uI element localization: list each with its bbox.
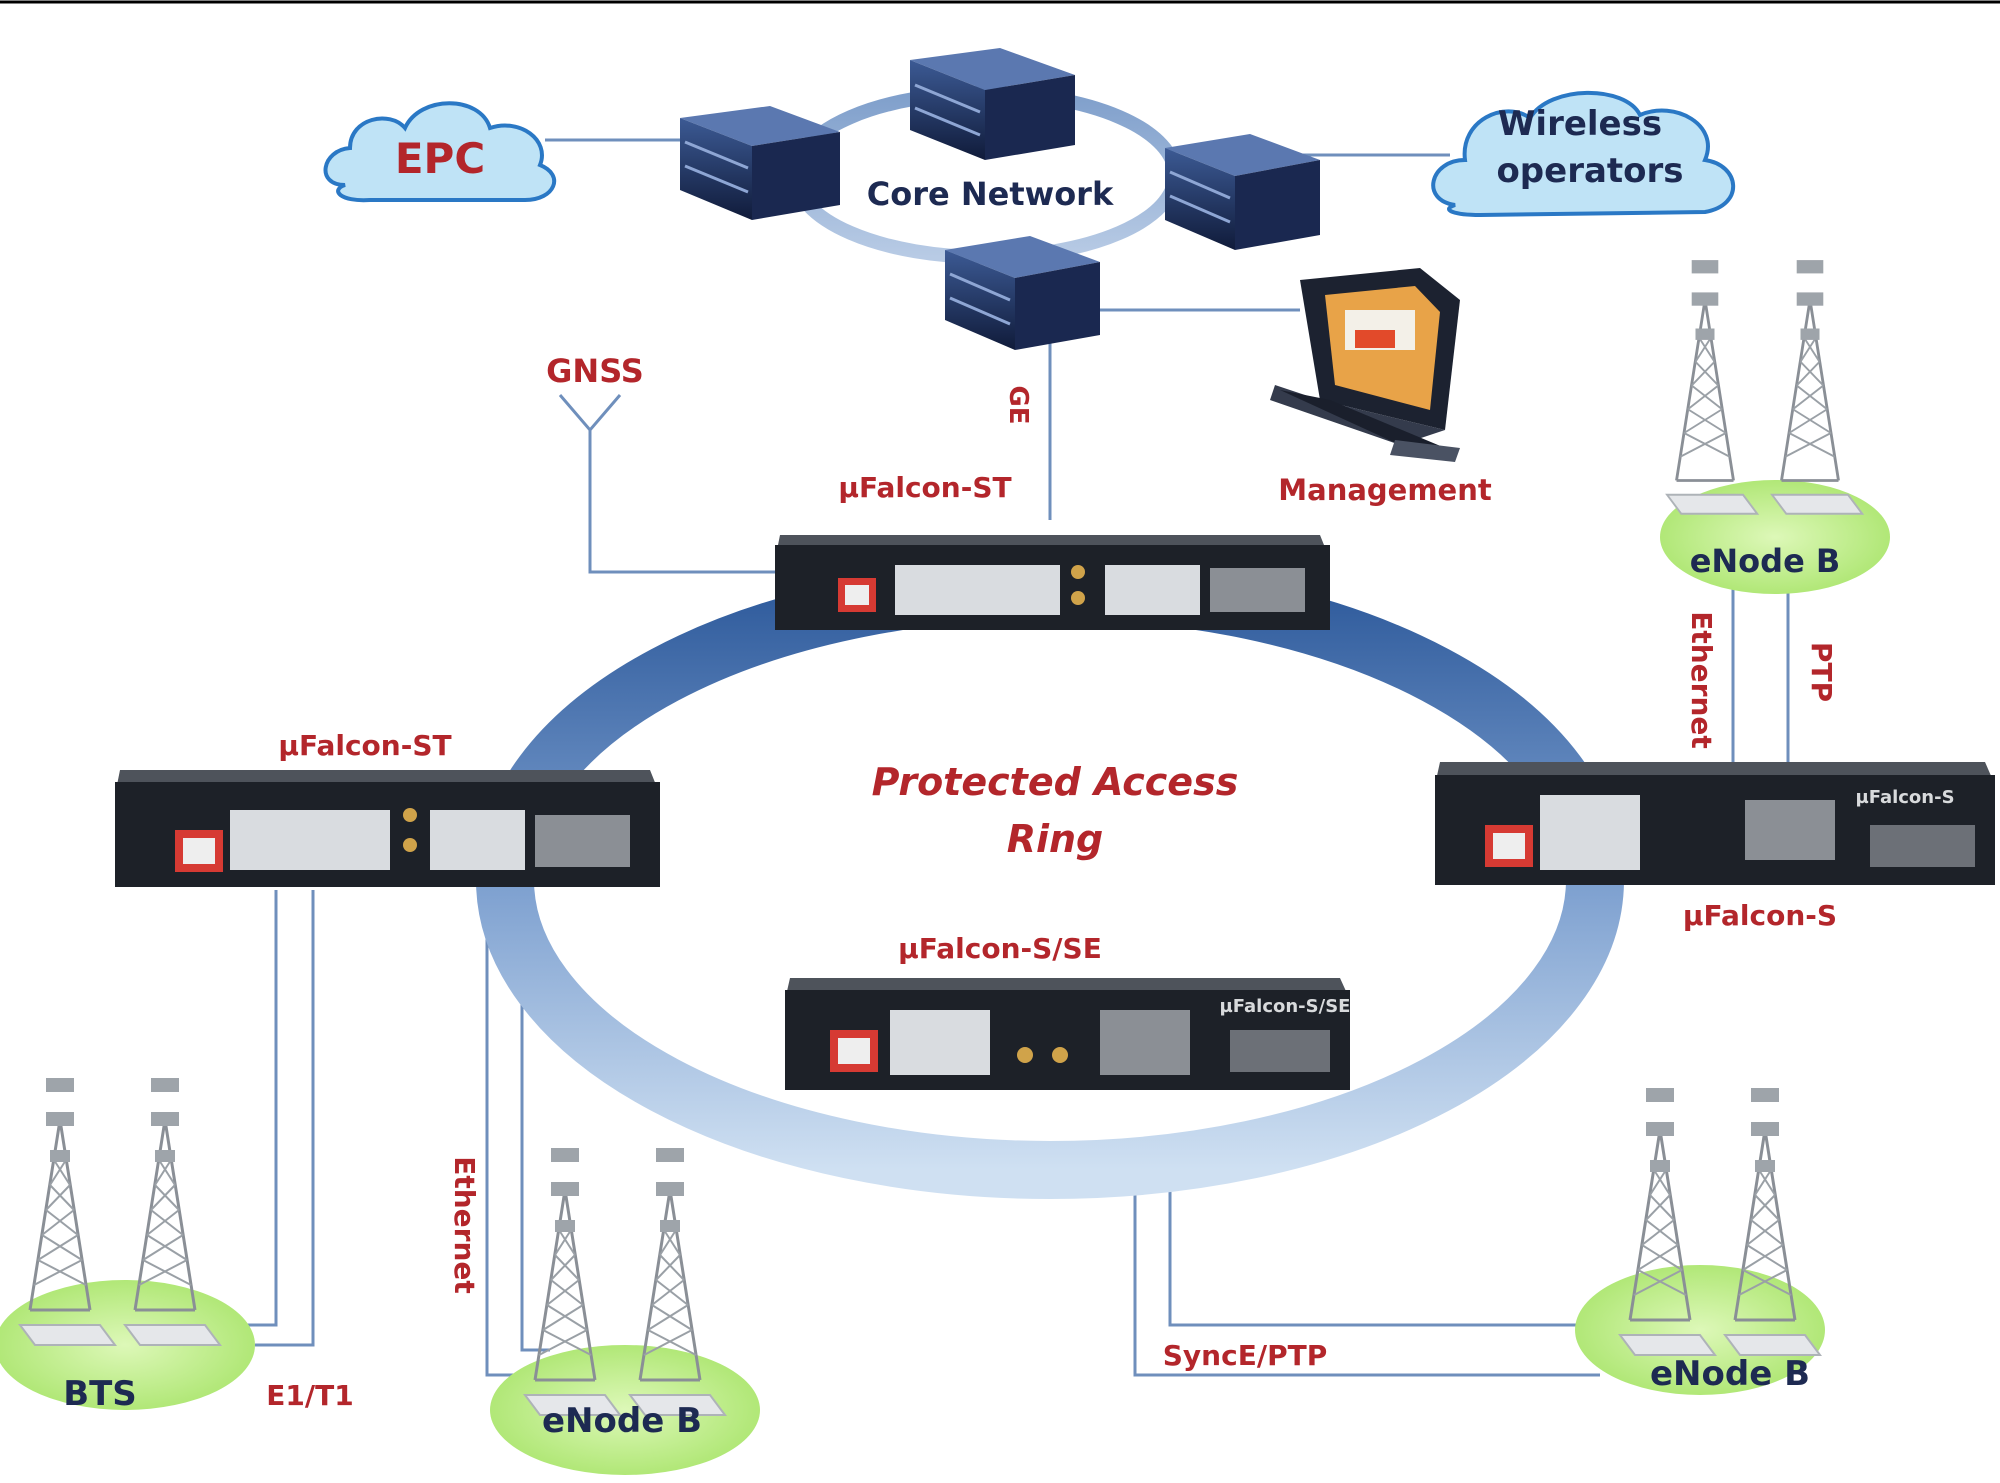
site-bts	[0, 1076, 255, 1410]
device-left-ufalcon-st	[115, 770, 660, 887]
management-label: Management	[1278, 473, 1492, 507]
core-server-left	[680, 106, 840, 220]
gnss-label: GNSS	[546, 352, 644, 390]
ethernet-right-label: Ethernet	[1685, 611, 1718, 749]
wireless-label-line2: operators	[1496, 151, 1683, 191]
core-server-top	[910, 48, 1075, 160]
device-bottom-ufalcon-sse: µFalcon-S/SE	[785, 978, 1350, 1090]
device-left-label: µFalcon-ST	[278, 729, 451, 762]
enodeb-mid-link-1	[485, 890, 520, 1377]
epc-cloud	[323, 101, 557, 203]
device-right-label: µFalcon-S	[1683, 899, 1837, 932]
site-enodeb-bottom-right	[1575, 1086, 1825, 1395]
epc-label: EPC	[395, 134, 485, 183]
site-enodeb-bottom-mid	[490, 1146, 760, 1475]
gnss-antenna-icon	[558, 394, 622, 433]
device-top-ufalcon-st	[775, 535, 1330, 630]
bts-link-1	[230, 890, 278, 1327]
site-enodeb-top-right-label: eNode B	[1690, 542, 1841, 580]
core-network-label: Core Network	[867, 175, 1114, 213]
ge-label: GE	[1003, 385, 1033, 424]
site-bts-label: BTS	[63, 1374, 137, 1414]
synce-ptp-label: SyncE/PTP	[1163, 1339, 1327, 1372]
wireless-operators-cloud	[1431, 90, 1736, 218]
ring-label-line2: Ring	[1007, 817, 1104, 861]
core-server-right	[1165, 134, 1320, 250]
core-server-bottom	[945, 236, 1100, 350]
wireless-label-line1: Wireless	[1498, 104, 1662, 144]
ptp-label: PTP	[1805, 642, 1838, 702]
device-bottom-label: µFalcon-S/SE	[898, 932, 1102, 965]
bts-link-2	[255, 890, 315, 1347]
ring-label-line1: Protected Access	[872, 760, 1239, 804]
site-enodeb-bottom-right-label: eNode B	[1650, 1354, 1810, 1394]
device-right-ufalcon-s: µFalcon-S	[1435, 762, 1995, 885]
device-bottom-faceplate-text: µFalcon-S/SE	[1220, 996, 1351, 1017]
device-right-faceplate-text: µFalcon-S	[1855, 787, 1954, 808]
e1t1-label: E1/T1	[266, 1379, 353, 1412]
device-top-label: µFalcon-ST	[838, 471, 1011, 504]
gnss-link	[588, 430, 780, 574]
site-enodeb-bottom-mid-label: eNode B	[542, 1401, 702, 1441]
management-computer-icon	[1270, 268, 1460, 462]
site-enodeb-top-right	[1660, 258, 1890, 594]
ethernet-left-label: Ethernet	[448, 1156, 481, 1294]
